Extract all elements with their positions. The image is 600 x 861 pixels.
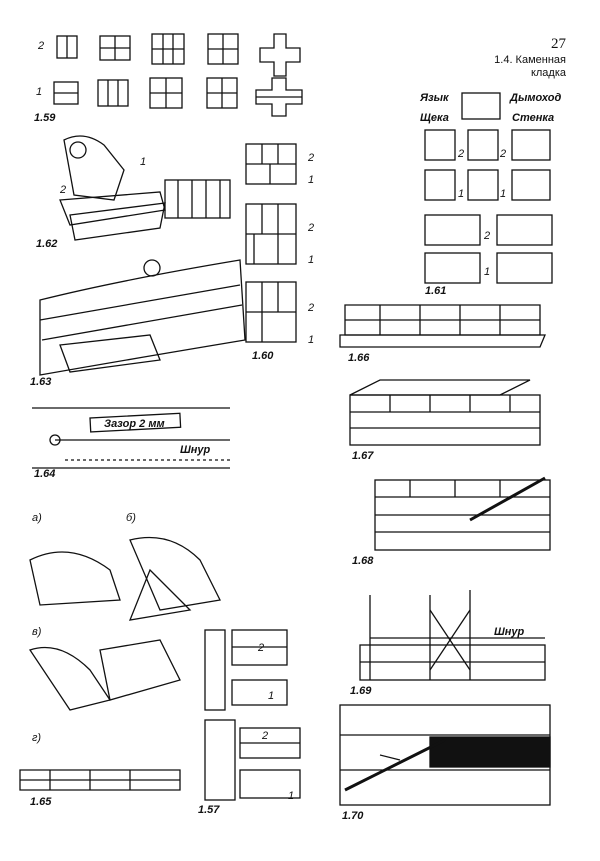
fig-159-patterns <box>53 33 303 117</box>
label-161-1b: 1 <box>500 188 507 200</box>
label-zazor: Зазор 2 мм <box>104 418 165 430</box>
label-g: г) <box>32 732 42 744</box>
section-title-line1: 1.4. Каменная <box>494 54 566 66</box>
figure-caption-167: 1.67 <box>352 450 374 462</box>
label-yazyk: Язык <box>420 92 449 104</box>
label-160-2c: 2 <box>308 302 315 314</box>
label-161-2c: 2 <box>484 230 491 242</box>
label-v: в) <box>32 626 42 638</box>
fig-165-sketch <box>19 536 221 791</box>
label-b: б) <box>126 512 136 524</box>
fig-169-sketch <box>359 590 546 681</box>
fig-157-patterns <box>204 629 301 801</box>
label-162-2: 2 <box>60 184 67 196</box>
fig-164-sketch <box>32 407 230 469</box>
figure-caption-166: 1.66 <box>348 352 370 364</box>
figure-caption-169: 1.69 <box>350 685 372 697</box>
label-shnur-164: Шнур <box>180 444 211 456</box>
label-160-1b: 1 <box>308 254 315 266</box>
label-161-1a: 1 <box>458 188 465 200</box>
label-160-1c: 1 <box>308 334 315 346</box>
fig-163-sketch <box>39 259 246 376</box>
figure-caption-161: 1.61 <box>425 285 447 297</box>
section-title-line2: кладка <box>530 67 566 79</box>
page-number: 27 <box>551 36 566 52</box>
figure-caption-165: 1.65 <box>30 796 52 808</box>
figure-caption-159: 1.59 <box>34 112 56 124</box>
label-161-2b: 2 <box>500 148 507 160</box>
figure-caption-157: 1.57 <box>198 804 220 816</box>
label-157-2b: 2 <box>262 730 269 742</box>
figure-caption-162: 1.62 <box>36 238 58 250</box>
label-dymokhod: Дымоход <box>510 92 562 104</box>
label-shcheka: Щека <box>420 112 449 124</box>
label-162-1: 1 <box>140 156 147 168</box>
label-157-1a: 1 <box>268 690 275 702</box>
label-stenka: Стенка <box>512 112 555 124</box>
figure-caption-160: 1.60 <box>252 350 274 362</box>
fig-168-sketch <box>374 476 551 551</box>
fig-161-patterns <box>424 92 553 284</box>
fig-170-sketch <box>339 704 551 806</box>
figure-caption-170: 1.70 <box>342 810 364 822</box>
label-row-2: 2 <box>38 40 45 52</box>
label-157-1b: 1 <box>288 790 295 802</box>
fig-166-sketch <box>339 304 546 348</box>
label-shnur-169: Шнур <box>494 626 525 638</box>
label-161-2a: 2 <box>458 148 465 160</box>
fig-167-sketch <box>349 379 541 446</box>
figure-caption-164: 1.64 <box>34 468 56 480</box>
label-161-1c: 1 <box>484 266 491 278</box>
label-row-1: 1 <box>36 86 43 98</box>
fig-162-sketch <box>59 135 231 241</box>
label-a: а) <box>32 512 42 524</box>
label-160-1a: 1 <box>308 174 315 186</box>
label-160-2a: 2 <box>308 152 315 164</box>
figure-caption-168: 1.68 <box>352 555 374 567</box>
label-160-2b: 2 <box>308 222 315 234</box>
section-title: 1.4. Каменная кладка <box>494 54 566 80</box>
figure-caption-163: 1.63 <box>30 376 52 388</box>
label-157-2a: 2 <box>258 642 265 654</box>
fig-160-grids <box>245 143 297 343</box>
